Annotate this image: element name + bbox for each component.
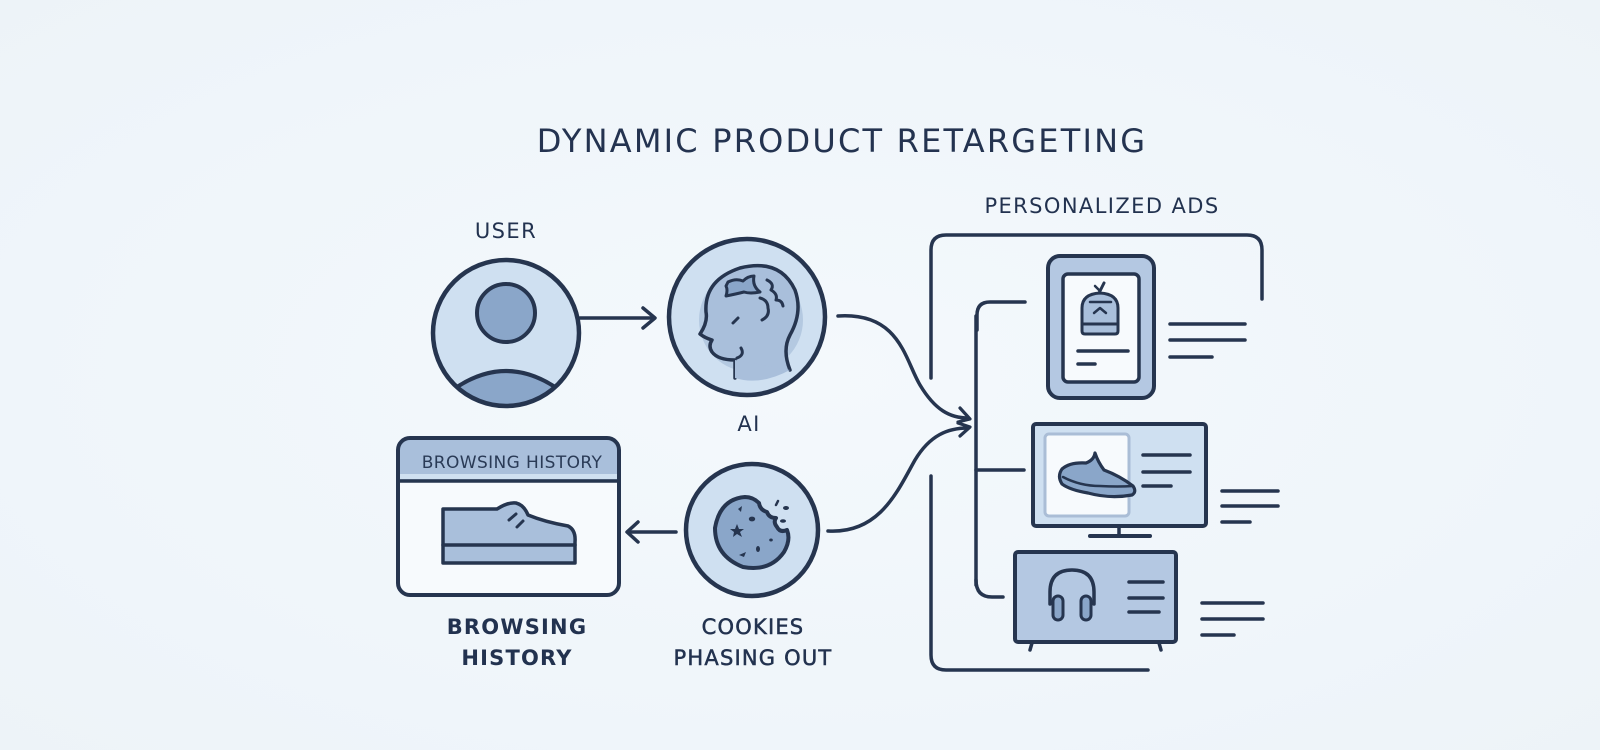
user-label: USER [475,219,537,243]
tv-ad [1013,550,1178,652]
personalized-ads-node: PERSONALIZED ADS [929,194,1280,672]
headphones-icon [1048,568,1096,622]
backpack-icon [1080,281,1120,336]
monitor-ad-text-lines [1220,489,1280,524]
ai-label: AI [737,412,760,436]
diagram-title: DYNAMIC PRODUCT RETARGETING [537,122,1147,160]
ai-node: AI [666,236,828,436]
user-node: USER [430,219,582,409]
shoe-icon [441,501,577,565]
browsing-history-label-line2: HISTORY [461,646,572,670]
tablet-ad-text-lines [1168,322,1247,359]
arrow-cookies-to-ads [826,421,972,533]
cookies-label-line1: COOKIES [702,615,805,639]
monitor-ad [1031,422,1208,538]
arrow-user-to-ai [578,306,657,330]
arrow-ai-to-ads [836,314,972,424]
arrow-cookies-to-history [625,520,678,544]
browsing-history-node: BROWSING HISTORY BROWSING HISTORY [396,436,621,670]
browser-window-header: BROWSING HISTORY [422,453,603,473]
ads-outer-bracket [929,233,1264,380]
tv-ad-text-lines [1200,601,1265,637]
ads-outer-bracket-bottom [929,474,1150,672]
cookies-node: COOKIES PHASING OUT [673,461,833,670]
cookie-icon [713,495,791,570]
personalized-ads-label: PERSONALIZED ADS [984,194,1219,218]
branch-to-tv [974,578,1005,599]
sneaker-icon [1057,451,1137,499]
cookies-label-line2: PHASING OUT [674,646,833,670]
browsing-history-label-line1: BROWSING [447,615,588,639]
branch-to-tablet [975,300,1027,332]
tablet-ad [1046,254,1156,400]
user-avatar-icon [430,257,582,409]
ai-head-brain-icon [698,263,803,381]
